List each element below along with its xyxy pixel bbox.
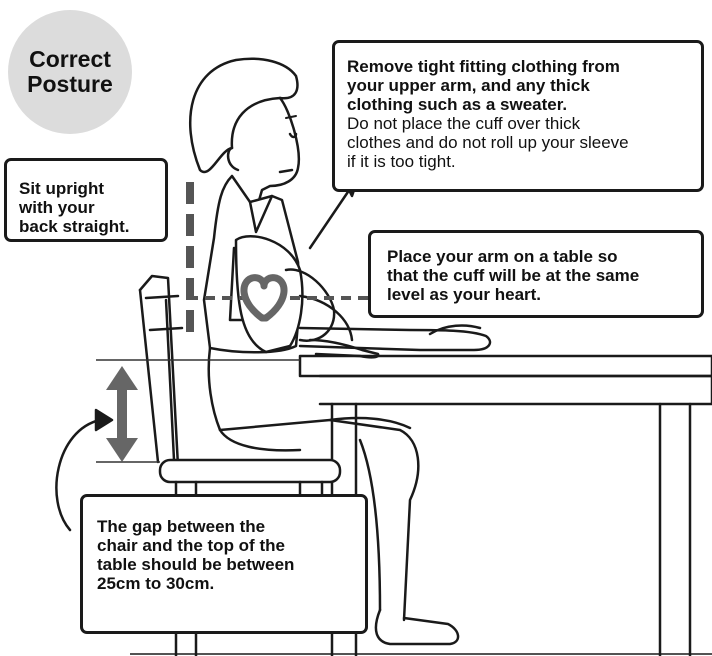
remove-normal-2: clothes and do not roll up your sleeve [347,133,691,152]
arm-line-2: that the cuff will be at the same [387,266,691,285]
gap-line-3: table should be between [97,555,355,574]
badge-line-2: Posture [27,72,113,97]
sit-upright-callout: Sit upright with your back straight. [4,158,168,242]
sit-line-3: back straight. [19,217,155,236]
arm-line-1: Place your arm on a table so [387,247,691,266]
remove-bold-1: Remove tight fitting clothing from [347,57,691,76]
badge-line-1: Correct [29,47,111,72]
sit-line-2: with your [19,198,155,217]
sit-line-1: Sit upright [19,179,155,198]
arm-on-table-callout: Place your arm on a table so that the cu… [368,230,704,318]
remove-bold-3: clothing such as a sweater. [347,95,691,114]
remove-clothing-callout: Remove tight fitting clothing from your … [332,40,704,192]
gap-line-2: chair and the top of the [97,536,355,555]
arm-line-3: level as your heart. [387,285,691,304]
gap-callout: The gap between the chair and the top of… [80,494,368,634]
gap-line-4: 25cm to 30cm. [97,574,355,593]
remove-normal-1: Do not place the cuff over thick [347,114,691,133]
heart-icon [244,278,284,318]
gap-line-1: The gap between the [97,517,355,536]
double-arrow-icon [106,366,138,462]
remove-bold-2: your upper arm, and any thick [347,76,691,95]
correct-posture-badge: Correct Posture [8,10,132,134]
remove-normal-3: if it is too tight. [347,152,691,171]
